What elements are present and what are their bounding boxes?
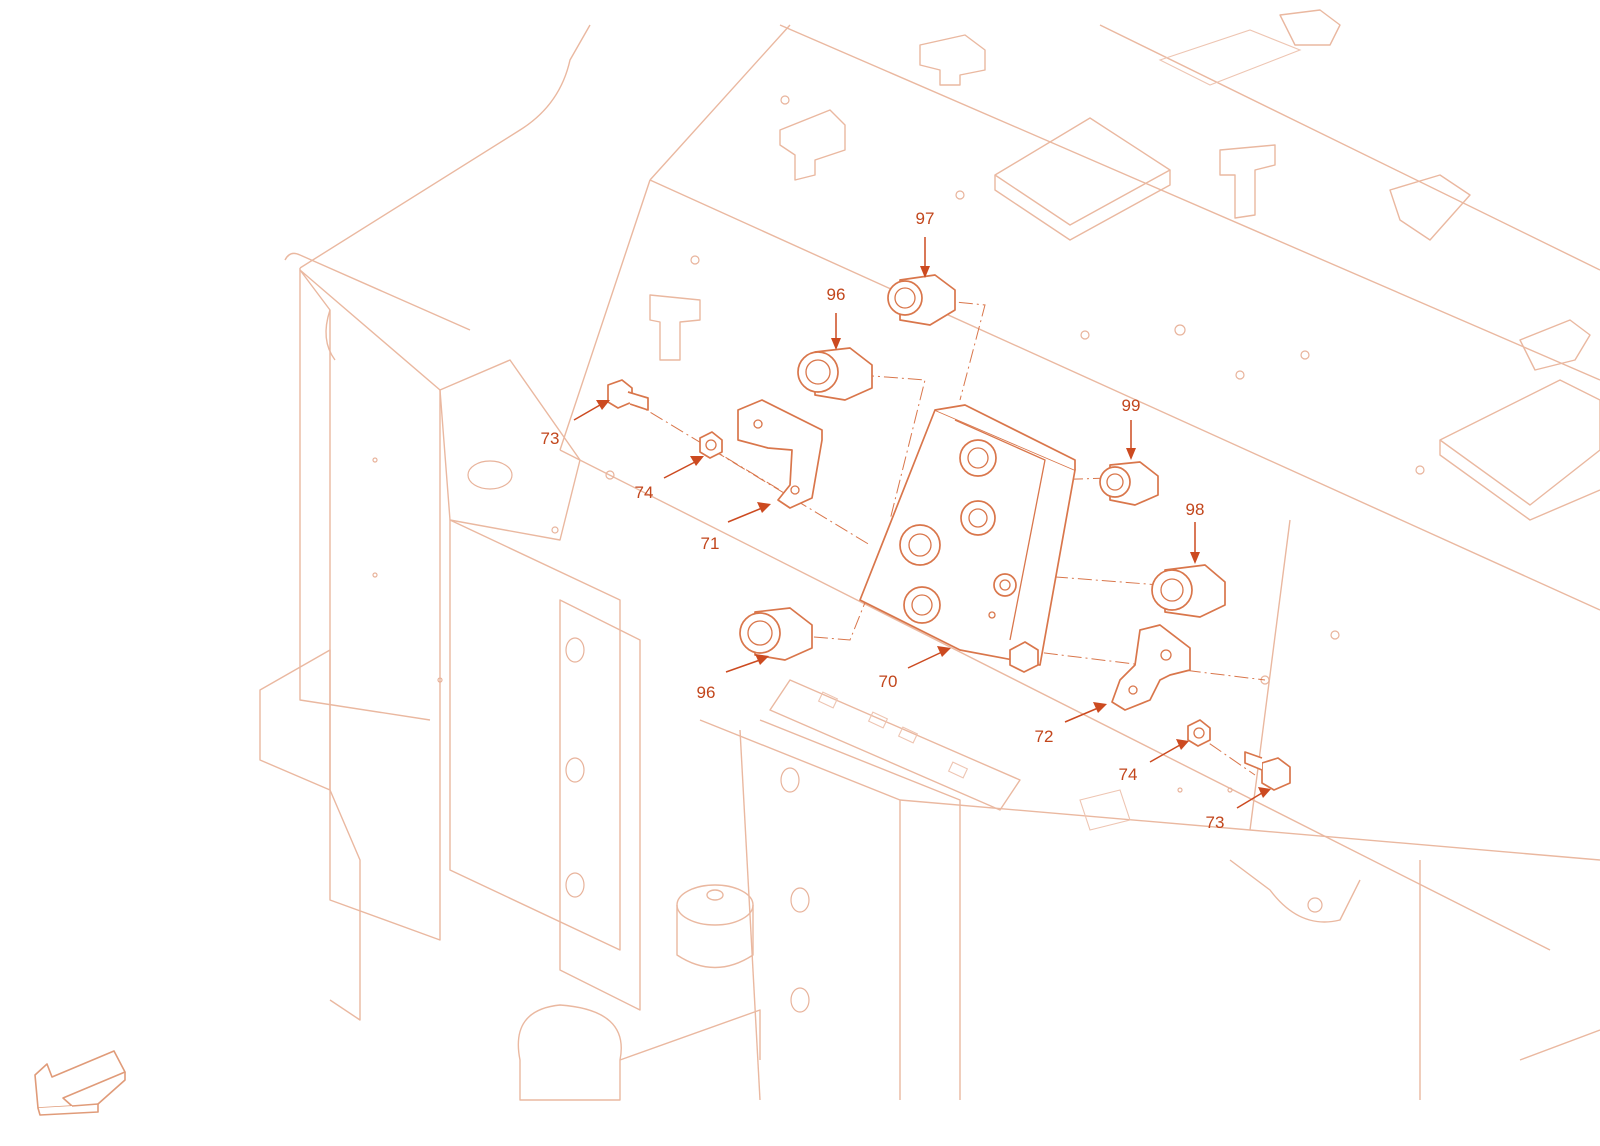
callout-labels: 97 96 73 74 71 99 98 96 70 72 74 73 xyxy=(541,209,1225,832)
machine-frame xyxy=(259,9,1600,1101)
fitting-97[interactable] xyxy=(887,274,956,326)
callout-71: 71 xyxy=(701,534,720,553)
fitting-99[interactable] xyxy=(1099,461,1159,506)
callout-73-left: 73 xyxy=(541,429,560,448)
callout-96-top: 96 xyxy=(827,285,846,304)
callout-96-bottom: 96 xyxy=(697,683,716,702)
manifold-block-70[interactable] xyxy=(859,404,1076,666)
callout-74-right: 74 xyxy=(1119,765,1138,784)
callout-99: 99 xyxy=(1122,396,1141,415)
bolt-73-right[interactable] xyxy=(1244,751,1291,791)
callout-72: 72 xyxy=(1035,727,1054,746)
fitting-98[interactable] xyxy=(1151,564,1226,618)
arrow-down-left-icon xyxy=(34,1050,126,1116)
callout-70: 70 xyxy=(879,672,898,691)
callout-97: 97 xyxy=(916,209,935,228)
bracket-71[interactable] xyxy=(737,399,823,509)
bolt-73-left[interactable] xyxy=(607,379,649,411)
callout-98: 98 xyxy=(1186,500,1205,519)
fitting-96-bottom[interactable] xyxy=(739,607,813,661)
bracket-72[interactable] xyxy=(1111,624,1191,711)
leader-lines xyxy=(573,237,1271,809)
callout-73-right: 73 xyxy=(1206,813,1225,832)
nut-74-left[interactable] xyxy=(699,431,723,459)
nut-74-right[interactable] xyxy=(1187,719,1211,747)
fitting-96-top[interactable] xyxy=(797,347,873,401)
plug-fitting xyxy=(1009,641,1039,673)
callout-74-left: 74 xyxy=(635,483,654,502)
highlighted-parts xyxy=(607,274,1291,791)
